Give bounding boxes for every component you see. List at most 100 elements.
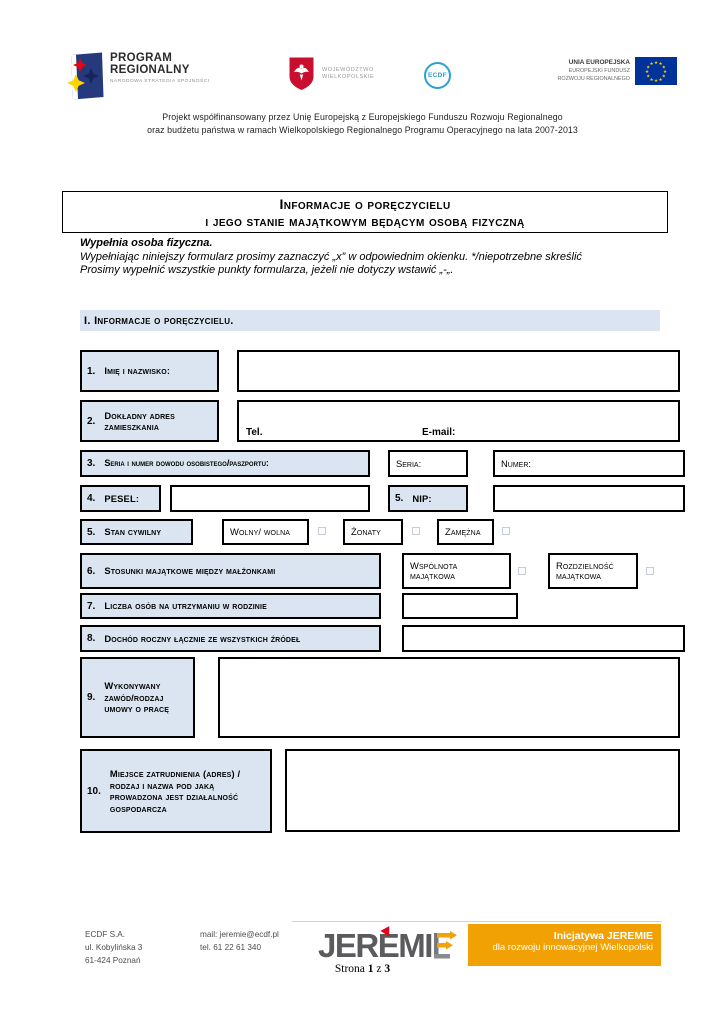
nss-flag-icon [67,52,104,100]
field-10-input[interactable] [285,749,680,832]
footer-address-line2: ul. Kobylińska 3 [85,943,143,952]
jeremie-arrow-e-icon [433,931,457,959]
field-6-label: Stosunki majątkowe między małżonkami [104,565,276,577]
note-line1: Wypełniając niniejszy formularz prosimy … [80,250,582,263]
field-9-input[interactable] [218,657,680,738]
page-number-separator: z [373,963,385,975]
option-zamezna-checkbox[interactable] [502,527,510,535]
option-zonaty-checkbox[interactable] [412,527,420,535]
option-wspolnota-box: Wspólnota majątkowa [402,553,511,589]
wojewodztwo-line2: WIELKOPOLSKIE [322,74,375,80]
field-10-number: 10. [87,785,101,797]
field-5-nip-label: NIP: [412,492,432,504]
option-wspolnota-label: Wspólnota majątkowa [410,559,458,581]
field-8-number: 8. [87,633,96,644]
jeremie-logo-text: JEREMI [318,926,433,964]
option-wspolnota-checkbox[interactable] [518,567,526,575]
program-regionalny-logo: PROGRAM REGIONALNY NARODOWA STRATEGIA SP… [66,52,210,100]
footer-contact: mail: jeremie@ecdf.pl tel. 61 22 61 340 [200,928,279,954]
footer-divider [292,921,662,922]
jeremie-banner: Inicjatywa JEREMIE dla rozwoju innowacyj… [468,924,661,966]
note-bold: Wypełnia osoba fizyczna. [80,237,213,249]
caption-line2: oraz budżetu państwa w ramach Wielkopols… [147,125,578,135]
field-3-label-box: 3. Seria i numer dowodu osobistego/paszp… [80,450,370,477]
section-1-header: I. Informacje o poręczycielu. [80,310,660,331]
option-rozdzielnosc-box: Rozdzielność majątkowa [548,553,638,589]
svg-text:★: ★ [658,61,662,67]
field-1-number: 1. [87,365,96,377]
eu-flag-icon: ★★★ ★★★ ★★★ ★★★ [635,57,677,85]
page-number-current: 1 [367,963,374,975]
footer-address-line3: 61-424 Poznań [85,956,141,965]
cofinancing-caption: Projekt współfinansowany przez Unię Euro… [0,111,725,137]
svg-text:★: ★ [649,61,653,67]
ecdf-label: ECDF [428,72,447,79]
field-3-number: 3. [87,458,96,469]
field-9-number: 9. [87,692,96,703]
field-4-number: 4. [87,493,96,504]
field-2-tel-label: Tel. [246,427,263,438]
field-2-label: Dokładny adres zamieszkania [104,409,175,433]
page-number: Strona 1 z 3 [0,963,725,975]
unia-europejska-logo: UNIA EUROPEJSKA EUROPEJSKI FUNDUSZ ROZWO… [536,57,677,85]
field-3-numer-label: Numer: [501,458,531,469]
banner-line2: dla rozwoju innowacyjnej Wielkopolski [492,942,653,953]
option-wolny-wolna-label: Wolny/ wolna [230,525,290,537]
program-regionalny-title2: REGIONALNY [110,64,190,76]
svg-text:★: ★ [646,65,650,71]
field-7-number: 7. [87,600,96,612]
option-rozdzielnosc-label: Rozdzielność majątkowa [556,559,614,581]
field-2-label-box: 2. Dokładny adres zamieszkania [80,400,219,442]
field-7-label-box: 7. Liczba osób na utrzymaniu w rodzinie [80,593,381,619]
svg-text:★: ★ [649,77,653,83]
option-wolny-wolna-box: Wolny/ wolna [222,519,309,545]
field-5-number: 5. [87,526,96,538]
field-1-input[interactable] [237,350,680,392]
field-3-label: Seria i numer dowodu osobistego/paszport… [104,457,269,468]
svg-text:★: ★ [658,77,662,83]
footer-contact-tel: tel. 61 22 61 340 [200,943,262,952]
field-8-label-box: 8. Dochód roczny łącznie ze wszystkich ź… [80,625,381,652]
field-6-label-box: 6. Stosunki majątkowe między małżonkami [80,553,381,589]
field-10-label-box: 10. Miejsce zatrudnienia (adres) / rodza… [80,749,272,833]
field-5-nip-input[interactable] [493,485,685,512]
jeremie-logo: JEREMI [318,926,458,964]
field-2-input[interactable]: Tel. E-mail: [237,400,680,442]
field-4-label-box: 4. PESEL: [80,485,161,512]
wojewodztwo-line1: WOJEWÓDZTWO [322,66,374,73]
field-1-label-box: 1. Imię i nazwisko: [80,350,219,392]
field-3-seria-label: Seria: [396,458,422,469]
svg-text:★: ★ [645,69,649,75]
field-2-number: 2. [87,415,96,427]
wojewodztwo-wielkopolskie-logo: WOJEWÓDZTWO WIELKOPOLSKIE [288,56,374,92]
option-zamezna-label: Zamężna [445,525,481,537]
field-6-number: 6. [87,565,96,577]
field-2-email-label: E-mail: [422,427,456,438]
option-zonaty-box: Żonaty [343,519,403,545]
form-title-line2: i jego stanie majątkowym będącym osobą f… [205,213,525,229]
field-4-pesel-input[interactable] [170,485,370,512]
field-7-label: Liczba osób na utrzymaniu w rodzinie [104,600,267,612]
footer-address: ECDF S.A. ul. Kobylińska 3 61-424 Poznań [85,928,142,967]
unia-line2: EUROPEJSKI FUNDUSZ [568,68,630,74]
option-rozdzielnosc-checkbox[interactable] [646,567,654,575]
svg-text:★: ★ [663,69,667,75]
field-8-input[interactable] [402,625,685,652]
caption-line1: Projekt współfinansowany przez Unię Euro… [162,112,563,122]
footer-address-line1: ECDF S.A. [85,930,126,939]
field-10-label: Miejsce zatrudnienia (adres) / rodzaj i … [109,768,241,814]
form-notes: Wypełnia osoba fizyczna. Wypełniając nin… [80,237,655,278]
field-3-seria-input[interactable]: Seria: [388,450,468,477]
field-4-label: PESEL: [104,492,140,504]
field-9-label-box: 9. Wykonywany zawód/rodzaj umowy o pracę [80,657,195,738]
field-3-numer-input[interactable]: Numer: [493,450,685,477]
field-7-input[interactable] [402,593,518,619]
wielkopolska-crest-icon [289,57,314,90]
option-wolny-wolna-checkbox[interactable] [318,527,326,535]
svg-text:★: ★ [646,74,650,80]
program-regionalny-title1: PROGRAM [110,52,173,64]
option-zonaty-label: Żonaty [351,525,381,537]
page-number-prefix: Strona [334,963,368,975]
option-zamezna-box: Zamężna [437,519,494,545]
